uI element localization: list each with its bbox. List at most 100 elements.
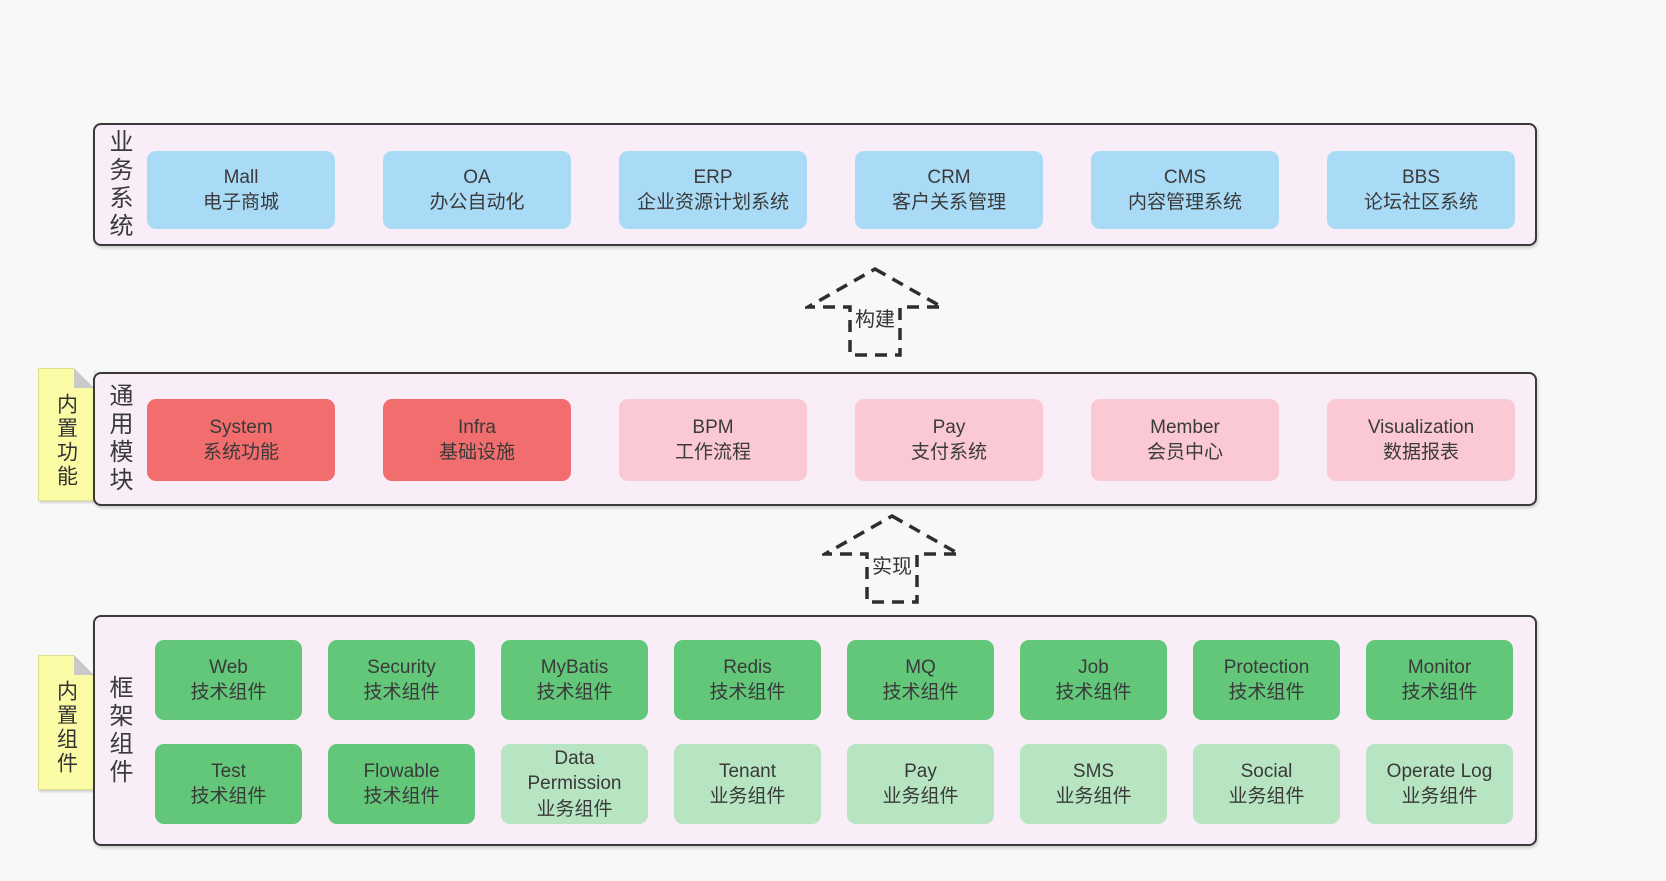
box-cms: CMS 内容管理系统 (1091, 151, 1279, 229)
business-systems-label: 业务系统 (105, 128, 132, 241)
builtin-features-note: 内置功能 (38, 368, 94, 501)
box-title: CRM (927, 166, 971, 188)
box-title: Data Permission (527, 748, 622, 795)
box-crm: CRM 客户关系管理 (855, 151, 1043, 229)
box-title: Member (1150, 416, 1220, 438)
box-job: Job 技术组件 (1020, 640, 1167, 720)
box-monitor: Monitor 技术组件 (1366, 640, 1513, 720)
box-subtitle: 技术组件 (363, 786, 440, 807)
business-systems-panel: 业务系统 Mall 电子商城 OA 办公自动化 ERP 企业资源计划系统 CRM 客户关系管理… (93, 123, 1537, 246)
box-subtitle: 业务组件 (1228, 786, 1305, 807)
box-subtitle: 技术组件 (536, 682, 613, 703)
box-bpm: BPM 工作流程 (619, 399, 807, 481)
framework-components-row-2: Test 技术组件 Flowable 技术组件 Data Permission 业务组件 T… (155, 744, 1513, 824)
box-subtitle: 技术组件 (1401, 682, 1478, 703)
box-subtitle: 支付系统 (910, 442, 987, 463)
box-subtitle: 客户关系管理 (891, 192, 1006, 213)
box-title: Job (1078, 656, 1109, 678)
box-title: Flowable (363, 760, 440, 782)
box-subtitle: 会员中心 (1146, 442, 1223, 463)
box-subtitle: 内容管理系统 (1127, 192, 1242, 213)
box-title: Redis (723, 656, 772, 678)
box-title: MyBatis (540, 656, 609, 678)
box-subtitle: 技术组件 (1055, 682, 1132, 703)
box-title: BBS (1401, 166, 1441, 188)
box-operate-log: Operate Log 业务组件 (1366, 744, 1513, 824)
box-flowable: Flowable 技术组件 (328, 744, 475, 824)
box-title: OA (463, 166, 491, 188)
box-title: Pay (904, 760, 937, 782)
common-modules-label: 通用模块 (105, 383, 132, 495)
box-title: Visualization (1367, 416, 1475, 438)
box-title: Mall (223, 166, 259, 188)
implement-arrow: 实现 (822, 513, 962, 605)
box-subtitle: 企业资源计划系统 (636, 192, 789, 213)
box-title: BPM (692, 416, 734, 438)
box-title: SMS (1072, 760, 1115, 782)
build-arrow-label: 构建 (852, 303, 898, 332)
box-subtitle: 业务组件 (1401, 786, 1478, 807)
implement-arrow-label: 实现 (869, 550, 915, 579)
box-subtitle: 工作流程 (674, 442, 751, 463)
box-infra: Infra 基础设施 (383, 399, 571, 481)
box-title: Operate Log (1386, 760, 1493, 782)
box-mybatis: MyBatis 技术组件 (501, 640, 648, 720)
box-subtitle: 系统功能 (202, 442, 279, 463)
dashed-up-arrow-icon (822, 513, 962, 604)
box-title: ERP (693, 166, 733, 188)
box-redis: Redis 技术组件 (674, 640, 821, 720)
box-subtitle: 技术组件 (190, 786, 267, 807)
box-subtitle: 技术组件 (363, 682, 440, 703)
build-arrow: 构建 (805, 266, 945, 358)
builtin-components-note: 内置组件 (38, 655, 94, 790)
business-systems-row: Mall 电子商城 OA 办公自动化 ERP 企业资源计划系统 CRM 客户关系管理 CMS 内容… (147, 151, 1515, 229)
box-security: Security 技术组件 (328, 640, 475, 720)
box-subtitle: 技术组件 (709, 682, 786, 703)
builtin-features-note-label: 内置功能 (54, 393, 78, 489)
box-title: Protection (1223, 656, 1310, 678)
box-subtitle: 电子商城 (202, 192, 279, 213)
box-title: Infra (457, 416, 497, 438)
folded-corner-icon (74, 655, 94, 675)
box-member: Member 会员中心 (1091, 399, 1279, 481)
box-title: Test (211, 760, 246, 782)
box-title: Pay (932, 416, 966, 438)
box-pay: Pay 支付系统 (855, 399, 1043, 481)
box-subtitle: 业务组件 (882, 786, 959, 807)
dashed-up-arrow-icon (805, 266, 945, 357)
box-pay: Pay 业务组件 (847, 744, 994, 824)
box-title: Tenant (718, 760, 777, 782)
box-bbs: BBS 论坛社区系统 (1327, 151, 1515, 229)
box-subtitle: 基础设施 (438, 442, 515, 463)
box-subtitle: 技术组件 (882, 682, 959, 703)
box-mq: MQ 技术组件 (847, 640, 994, 720)
box-mall: Mall 电子商城 (147, 151, 335, 229)
box-title: Monitor (1407, 656, 1472, 678)
box-subtitle: 技术组件 (1228, 682, 1305, 703)
box-visualization: Visualization 数据报表 (1327, 399, 1515, 481)
box-subtitle: 论坛社区系统 (1363, 192, 1478, 213)
box-title: MQ (905, 656, 936, 678)
box-test: Test 技术组件 (155, 744, 302, 824)
box-data-permission: Data Permission 业务组件 (501, 744, 648, 824)
box-erp: ERP 企业资源计划系统 (619, 151, 807, 229)
box-subtitle: 数据报表 (1382, 442, 1459, 463)
box-subtitle: 技术组件 (190, 682, 267, 703)
box-title: Web (209, 656, 248, 678)
box-subtitle: 业务组件 (1055, 786, 1132, 807)
builtin-components-note-label: 内置组件 (54, 680, 78, 776)
box-protection: Protection 技术组件 (1193, 640, 1340, 720)
box-subtitle: 业务组件 (536, 798, 613, 820)
folded-corner-icon (74, 368, 94, 388)
box-sms: SMS 业务组件 (1020, 744, 1167, 824)
box-oa: OA 办公自动化 (383, 151, 571, 229)
box-title: CMS (1163, 166, 1207, 188)
box-title: Security (367, 656, 436, 678)
box-subtitle: 办公自动化 (429, 192, 525, 213)
